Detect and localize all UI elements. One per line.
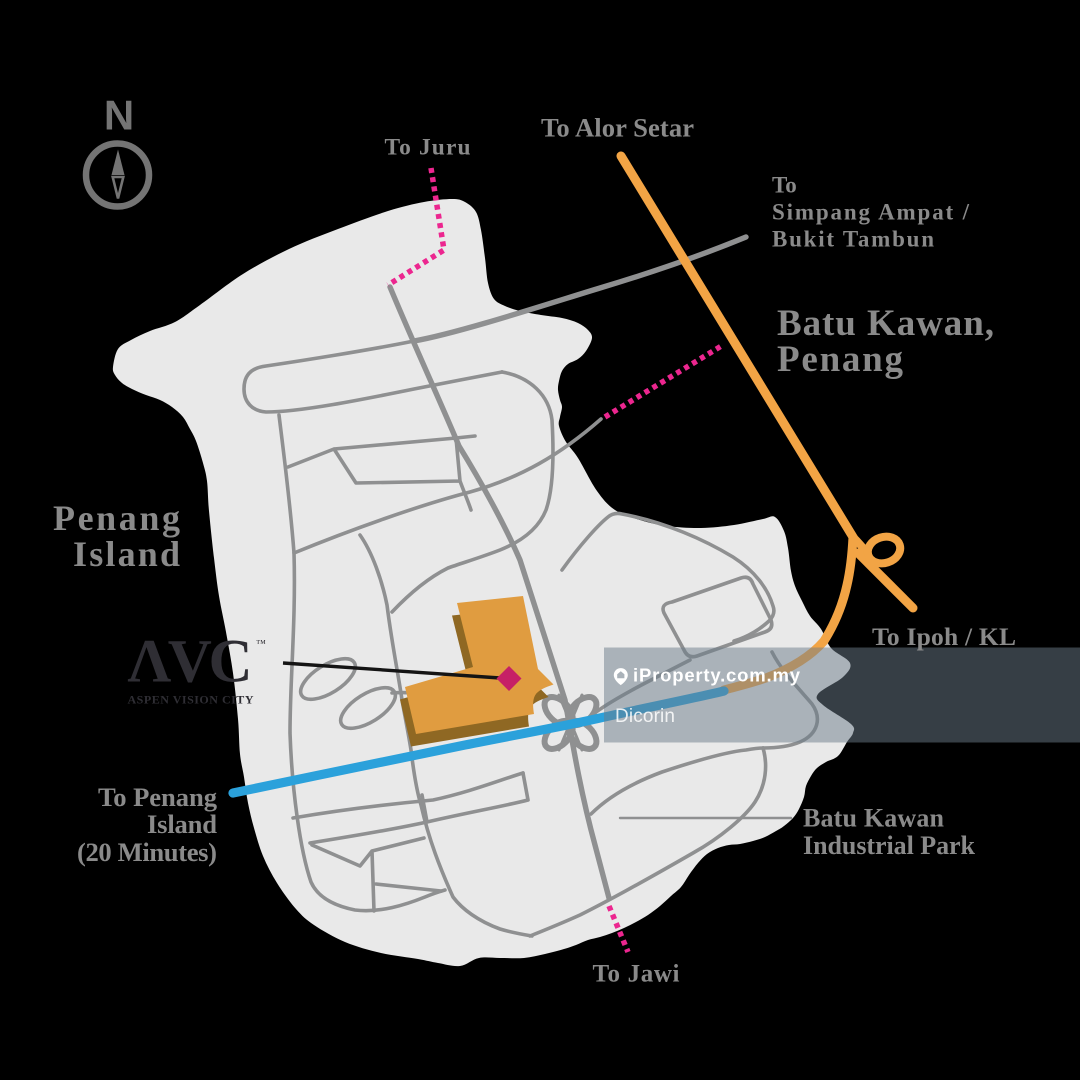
svg-text:To Ipoh / KL: To Ipoh / KL: [872, 622, 1016, 651]
svg-text:Industrial Park: Industrial Park: [803, 831, 976, 860]
svg-text:Simpang Ampat /: Simpang Ampat /: [772, 200, 970, 225]
svg-text:To: To: [772, 173, 797, 198]
svg-text:Batu Kawan,: Batu Kawan,: [777, 303, 994, 344]
svg-text:To Juru: To Juru: [385, 135, 471, 161]
svg-text:To Jawi: To Jawi: [593, 961, 680, 988]
svg-text:Bukit Tambun: Bukit Tambun: [772, 227, 934, 252]
svg-text:ΛVC: ΛVC: [128, 629, 253, 696]
svg-text:To Alor Setar: To Alor Setar: [541, 113, 694, 143]
svg-text:iProperty.com.my: iProperty.com.my: [633, 665, 801, 686]
svg-text:ASPEN VISION CITY: ASPEN VISION CITY: [128, 693, 254, 707]
svg-text:(20 Minutes): (20 Minutes): [77, 837, 217, 867]
svg-text:Island: Island: [147, 809, 217, 839]
svg-text:Island: Island: [73, 534, 180, 574]
svg-text:Batu Kawan: Batu Kawan: [803, 804, 945, 833]
svg-text:To Penang: To Penang: [98, 782, 218, 812]
svg-text:N: N: [104, 92, 134, 139]
svg-text:Dicorin: Dicorin: [615, 706, 675, 727]
svg-text:™: ™: [256, 639, 266, 650]
